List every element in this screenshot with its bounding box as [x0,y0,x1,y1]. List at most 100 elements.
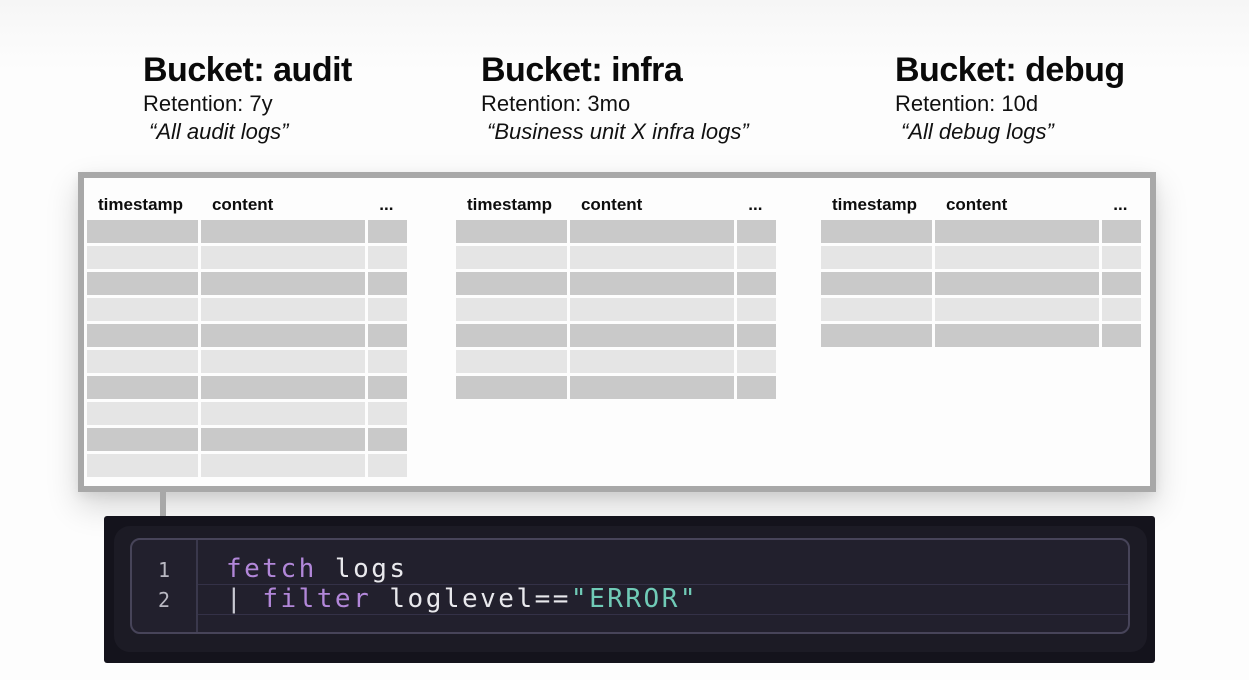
table-row [821,324,1141,347]
table-cell [1102,246,1141,269]
table-cell [569,246,735,269]
table-cell [821,298,932,321]
table-cell [456,376,567,399]
table-cell [87,350,198,373]
column-header-more: ... [1113,195,1128,214]
table-row [456,324,776,347]
table-cell [368,324,407,347]
table-cell [569,376,735,399]
log-table-audit: timestamp content ... [87,192,407,480]
table-cell [200,298,366,321]
table-cell [368,428,407,451]
table-cell [737,350,776,373]
table-cell [87,272,198,295]
bucket-title: Bucket: audit [143,51,352,89]
table-cell [87,324,198,347]
bucket-retention: Retention: 10d [895,91,1039,116]
query-code-area[interactable]: fetch logs| filter loglevel=="ERROR" [198,540,1128,632]
table-cell [1102,220,1141,243]
table-row [87,376,407,399]
table-row [821,220,1141,243]
table-cell [87,402,198,425]
table-cell [87,220,198,243]
table-row [821,246,1141,269]
table-header-row: timestamp content ... [456,192,776,218]
log-table-infra: timestamp content ... [456,192,776,402]
table-cell [1102,324,1141,347]
table-cell [1102,272,1141,295]
table-cell [87,298,198,321]
line-number: 1 [157,558,171,582]
table-row [456,246,776,269]
bucket-description: “All audit logs” [149,119,289,144]
table-cell [456,272,567,295]
table-cell [1102,298,1141,321]
code-line[interactable]: | filter loglevel=="ERROR" [198,585,1128,615]
table-cell [200,324,366,347]
table-row [456,376,776,399]
table-cell [821,272,932,295]
code-token-keyword: fetch [226,554,317,584]
code-line[interactable]: fetch logs [198,555,1128,585]
column-header-content: content [580,195,643,214]
bucket-description: “Business unit X infra logs” [487,119,749,144]
table-cell [368,454,407,477]
table-cell [368,350,407,373]
table-cell [200,454,366,477]
table-cell [569,220,735,243]
query-editor-frame: 1 2 fetch logs| filter loglevel=="ERROR" [114,526,1147,652]
table-cell [200,220,366,243]
table-row [87,324,407,347]
table-row [456,272,776,295]
bucket-title: Bucket: debug [895,51,1125,89]
table-cell [87,376,198,399]
table-row [87,454,407,477]
bucket-header-debug: Bucket: debug Retention: 10d “All debug … [895,50,1125,146]
bucket-header-infra: Bucket: infra Retention: 3mo “Business u… [481,50,749,146]
code-token-string: "ERROR" [570,584,698,614]
table-cell [87,246,198,269]
table-cell [934,272,1100,295]
column-header-timestamp: timestamp [832,195,918,214]
table-cell [569,298,735,321]
table-cell [934,220,1100,243]
line-number: 2 [157,588,171,612]
table-row [87,402,407,425]
table-row [87,428,407,451]
table-cell [200,402,366,425]
table-rows [821,220,1141,347]
table-cell [368,298,407,321]
code-token-keyword: filter [262,584,372,614]
table-cell [368,220,407,243]
table-cell [456,350,567,373]
column-header-content: content [945,195,1008,214]
table-cell [737,298,776,321]
table-cell [934,324,1100,347]
code-token-plain: logs [316,554,408,584]
table-row [456,298,776,321]
table-cell [200,350,366,373]
table-cell [200,272,366,295]
table-cell [821,246,932,269]
code-token-plain: loglevel== [371,584,571,614]
table-cell [87,428,198,451]
table-row [87,246,407,269]
table-cell [737,246,776,269]
table-header-row: timestamp content ... [821,192,1141,218]
table-cell [200,376,366,399]
query-editor[interactable]: 1 2 fetch logs| filter loglevel=="ERROR" [130,538,1130,634]
log-table-debug: timestamp content ... [821,192,1141,350]
table-cell [569,324,735,347]
table-cell [934,298,1100,321]
table-rows [456,220,776,399]
column-header-more: ... [379,195,394,214]
bucket-title: Bucket: infra [481,51,683,89]
table-cell [569,272,735,295]
table-cell [821,324,932,347]
column-header-more: ... [748,195,763,214]
table-row [456,220,776,243]
table-cell [456,298,567,321]
table-cell [737,324,776,347]
table-cell [737,272,776,295]
